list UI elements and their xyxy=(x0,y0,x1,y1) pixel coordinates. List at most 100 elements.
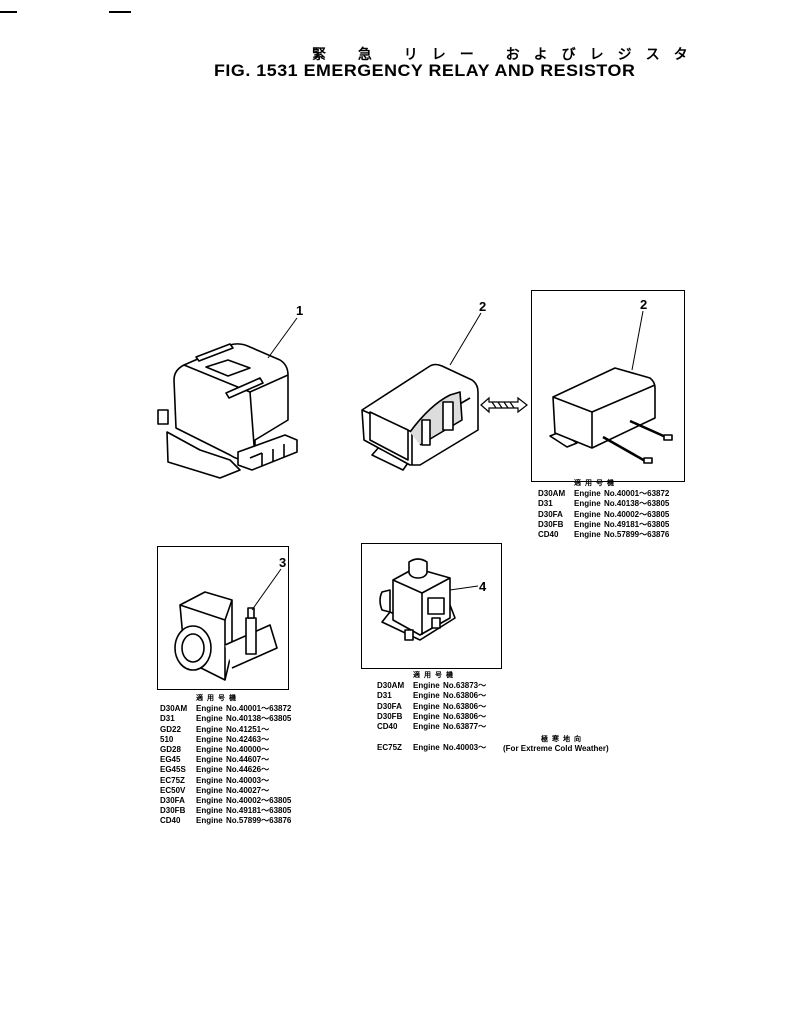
model: D30FA xyxy=(538,509,563,519)
serial-range: No.42463～ xyxy=(226,734,270,744)
engine-label: Engine xyxy=(196,775,223,785)
table-header: 適用号機 xyxy=(574,480,618,487)
engine-label: Engine xyxy=(196,816,223,826)
model: D31 xyxy=(160,714,175,724)
serial-range: No.40003～ xyxy=(226,775,270,785)
serial-range: No.63806～ xyxy=(443,701,487,711)
model: D30AM xyxy=(160,704,188,714)
serial-range: No.41251～ xyxy=(226,724,270,734)
callout-4: 4 xyxy=(479,579,487,594)
model: CD40 xyxy=(160,816,181,826)
engine-label: Engine xyxy=(196,714,223,724)
margin-mark-right xyxy=(109,11,131,13)
serial-range: No.57899～63876 xyxy=(226,816,292,826)
callout-1: 1 xyxy=(296,303,304,318)
serial-range: No.40138～63805 xyxy=(226,714,292,724)
table-header: 適用号機 xyxy=(196,695,240,702)
engine-label: Engine xyxy=(413,701,440,711)
page-title: FIG. 1531 EMERGENCY RELAY AND RESISTOR xyxy=(214,61,636,80)
callout-3: 3 xyxy=(279,555,287,570)
cold-weather-note-jp: 極寒地向 xyxy=(541,736,585,743)
serial-range: No.49181～63805 xyxy=(604,519,670,529)
engine-label: Engine xyxy=(413,722,440,732)
engine-label: Engine xyxy=(574,509,601,519)
serial-range: No.40138～63805 xyxy=(604,499,670,509)
model: D30FB xyxy=(160,806,186,816)
model: EC50V xyxy=(160,785,186,795)
serial-range: No.63873～ xyxy=(443,681,487,691)
engine-label: Engine xyxy=(196,765,223,775)
title-japanese: 緊 急 リレー およびレジスタ xyxy=(312,46,702,62)
serial-range: No.40002～63805 xyxy=(604,509,670,519)
engine-label: Engine xyxy=(413,711,440,721)
model: EC75Z xyxy=(160,775,185,785)
serial-range: No.63877～ xyxy=(443,722,487,732)
engine-label: Engine xyxy=(196,796,223,806)
model: D30FA xyxy=(160,796,185,806)
engine-label: Engine xyxy=(196,724,223,734)
serial-range: No.40003～ xyxy=(443,743,487,753)
model: EC75Z xyxy=(377,743,402,753)
serial-range: No.40001～63872 xyxy=(604,489,670,499)
engine-label: Engine xyxy=(574,519,601,529)
model: D30FB xyxy=(377,711,403,721)
table-header: 適用号機 xyxy=(413,672,457,679)
cold-weather-note: (For Extreme Cold Weather) xyxy=(503,744,609,753)
engine-label: Engine xyxy=(413,681,440,691)
model: D31 xyxy=(377,691,392,701)
serial-range: No.40027～ xyxy=(226,785,270,795)
engine-label: Engine xyxy=(196,806,223,816)
serial-range: No.40002～63805 xyxy=(226,796,292,806)
engine-label: Engine xyxy=(196,734,223,744)
model: CD40 xyxy=(538,530,559,540)
model: D30FA xyxy=(377,701,402,711)
model: D30FB xyxy=(538,519,564,529)
serial-range: No.63806～ xyxy=(443,711,487,721)
serial-range: No.40000～ xyxy=(226,745,270,755)
engine-label: Engine xyxy=(413,743,440,753)
part-3-frame xyxy=(157,546,289,690)
model: EG45S xyxy=(160,765,186,775)
serial-range: No.57899～63876 xyxy=(604,530,670,540)
margin-mark-left xyxy=(0,11,17,13)
engine-label: Engine xyxy=(196,745,223,755)
model: GD28 xyxy=(160,745,181,755)
model: D30AM xyxy=(538,489,566,499)
part-4-frame xyxy=(361,543,502,669)
engine-label: Engine xyxy=(196,785,223,795)
model: EG45 xyxy=(160,755,181,765)
model: D31 xyxy=(538,499,553,509)
callout-2b: 2 xyxy=(640,297,648,312)
engine-label: Engine xyxy=(196,704,223,714)
engine-label: Engine xyxy=(413,691,440,701)
model: D30AM xyxy=(377,681,405,691)
engine-label: Engine xyxy=(196,755,223,765)
model: CD40 xyxy=(377,722,398,732)
engine-label: Engine xyxy=(574,489,601,499)
serial-range: No.63806～ xyxy=(443,691,487,701)
serial-range: No.49181～63805 xyxy=(226,806,292,816)
serial-range: No.40001～63872 xyxy=(226,704,292,714)
model: GD22 xyxy=(160,724,181,734)
